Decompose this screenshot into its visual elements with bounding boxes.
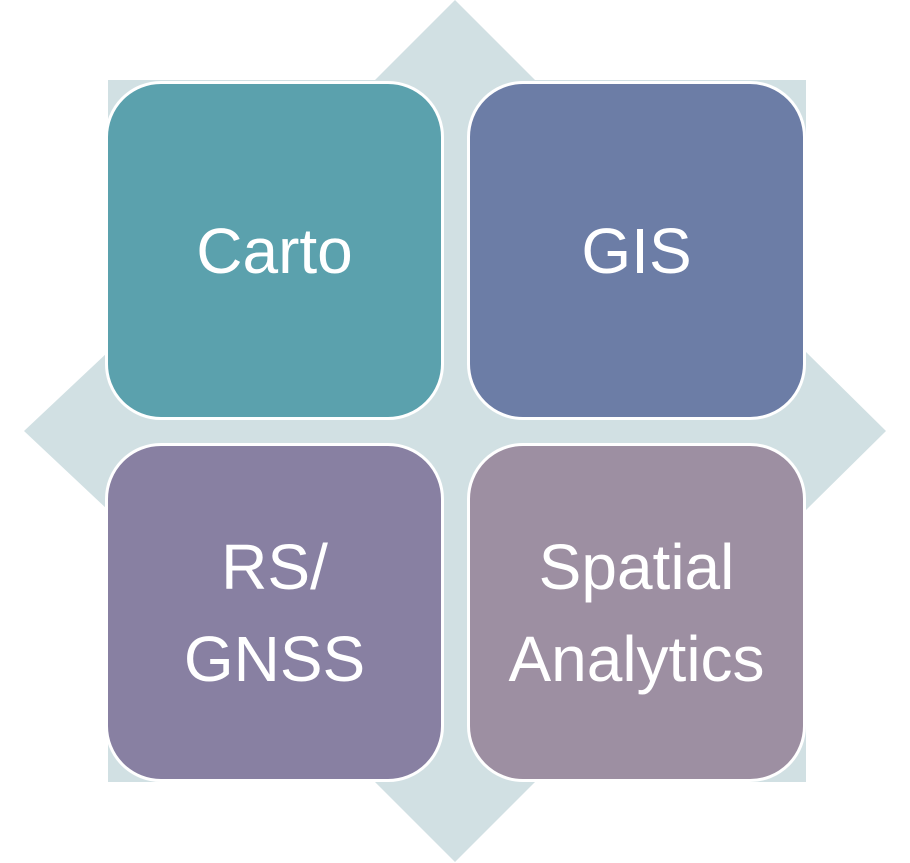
quadrant-label: RS/ GNSS xyxy=(183,530,366,695)
quadrant-label: Carto xyxy=(196,214,353,287)
quadrant-carto: Carto xyxy=(105,81,444,420)
quadrant-label: GIS xyxy=(581,214,692,287)
quadrant-rs-gnss: RS/ GNSS xyxy=(105,443,444,782)
quadrant-gis: GIS xyxy=(467,81,806,420)
quadrant-label: Spatial Analytics xyxy=(508,530,765,695)
quadrant-spatial-analytics: Spatial Analytics xyxy=(467,443,806,782)
